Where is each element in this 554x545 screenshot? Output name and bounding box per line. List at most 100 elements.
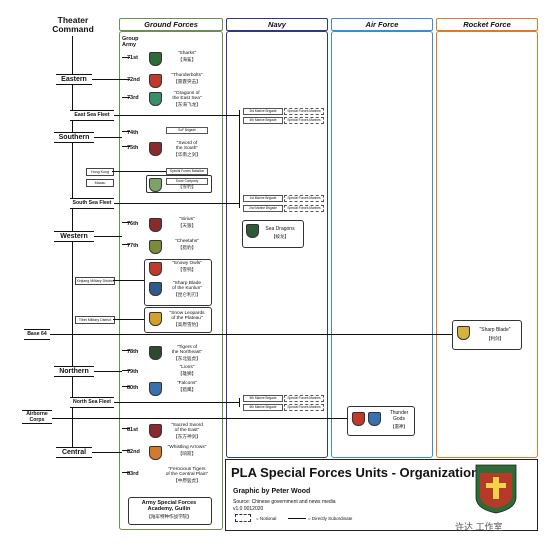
east-sea-fleet: East Sea Fleet: [70, 110, 114, 121]
unit-patch-icon: [149, 312, 162, 326]
north-sea-fleet: North Sea Fleet: [70, 397, 114, 408]
watermark: 许达 工作室: [455, 522, 503, 532]
army-unit-cn: 【雷霆突击】: [173, 78, 201, 84]
academy-cn: 【陆军特种作战学院】: [146, 514, 192, 519]
theater-command-title: Theater Command: [52, 15, 94, 34]
legend-version: v1.0 9012020: [233, 506, 264, 512]
legend-sub-line: [288, 518, 306, 519]
sea-dragons-cn: 【蛟龙】: [271, 234, 289, 239]
army-unit-name: Snow Company: [166, 178, 208, 185]
navy-sf-east-2: Special Forces Marines: [284, 117, 324, 124]
unit-patch-icon: [149, 142, 162, 156]
rocket-force-column: [436, 31, 538, 458]
army-unit-cn: 【天狼】: [177, 222, 197, 228]
rocket-force-header: Rocket Force: [436, 18, 538, 31]
legend-notional-label: = Notional: [256, 516, 277, 521]
unit-patch-icon: [149, 446, 162, 460]
navy-sf-north-2: Special Forces Marines: [284, 404, 324, 411]
legend-sub-label: = Directly Subordinate: [308, 516, 353, 521]
army-unit-name: "Whistling Arrows": [167, 445, 207, 450]
connector-line: [122, 97, 130, 98]
theater-spine: [72, 36, 74, 456]
south-sea-fleet: South Sea Fleet: [70, 198, 114, 209]
army-unit-cn: 【猎豹】: [177, 244, 197, 250]
army-unit-cn: 【雪鸮】: [177, 266, 197, 272]
navy-marine-east-2: 4th Marine Brigade: [243, 117, 283, 124]
sharp-blade-cn: 【利剑】: [486, 336, 504, 341]
unit-patch-icon: [149, 74, 162, 88]
sharp-blade-patch-icon: [457, 326, 470, 340]
army-unit-cn: 【东北猛虎】: [173, 356, 201, 362]
sea-dragons-patch-icon: [246, 224, 259, 238]
army-unit-cn: 【猎鹰】: [177, 386, 197, 392]
army-unit-cn: 【雪豹】: [177, 184, 197, 189]
region-western: Western: [54, 231, 94, 242]
army-unit-name: "Snow Leopards of the Plateau": [169, 311, 205, 322]
airborne-corps: Airborne Corps: [22, 410, 52, 424]
army-unit-name: "Falcons": [176, 381, 198, 386]
thunder-gods-cn: 【雷神】: [390, 424, 408, 429]
unit-patch-icon: [149, 240, 162, 254]
navy-marine-north-2: 6th Marine Brigade: [243, 404, 283, 411]
unit-patch-icon: [149, 52, 162, 66]
navy-sf-south-1: Special Forces Marines: [284, 195, 324, 202]
army-unit-cn: 【高原雪豹】: [173, 322, 201, 328]
army-unit-cn: 【昆仑利刃】: [173, 292, 201, 298]
army-unit-name: "Tigers of the Northeast": [171, 345, 203, 356]
connector-line: [122, 472, 130, 473]
pla-emblem-icon: [475, 464, 517, 514]
region-southern: Southern: [54, 132, 94, 143]
base-64: Base 64: [24, 329, 50, 340]
navy-marine-south-2: 2nd Marine Brigade: [243, 205, 283, 212]
army-unit-name: "Sacred Sword of the East": [171, 423, 203, 434]
unit-patch-icon: [149, 424, 162, 438]
connector-line: [122, 244, 130, 245]
region-northern: Northern: [54, 366, 94, 377]
unit-patch-icon: [149, 92, 162, 106]
connector-line: [122, 222, 130, 223]
unit-patch-icon: [149, 218, 162, 232]
sharp-blade-label: "Sharp Blade": [479, 327, 511, 333]
connector-line: [122, 450, 130, 451]
air-force-column: [331, 31, 433, 458]
unit-patch-icon: [149, 262, 162, 276]
snow-company-group: [146, 175, 212, 193]
army-unit-name: "Thunderbolts": [171, 73, 203, 78]
army-unit-cn: 【东方神剑】: [173, 434, 201, 440]
unit-patch-icon: [149, 346, 162, 360]
thunder-gods-label: Thunder Gods: [389, 410, 409, 422]
unit-patch-icon: [149, 282, 162, 296]
army-number: 82nd: [127, 449, 140, 455]
army-unit-name: "Snowy Owls": [172, 261, 202, 266]
tibet-sf-group: [144, 307, 212, 333]
army-unit-name: "Sharp Blade of the Kunlun": [172, 281, 202, 292]
navy-column: [226, 31, 328, 458]
thunder-gods-patch-icon-2: [368, 412, 381, 426]
unit-patch-icon: [149, 382, 162, 396]
army-unit-cn: 【中原猛虎】: [173, 478, 201, 484]
army-unit-name: "Sword of the South": [175, 141, 199, 152]
army-unit-cn: 【雄狮】: [177, 370, 197, 376]
army-number: 75th: [127, 145, 139, 151]
army-number: 79th: [127, 369, 139, 375]
army-number: 83rd: [127, 471, 139, 477]
army-number: 74th: [127, 130, 139, 136]
army-number: 72nd: [127, 77, 140, 83]
academy-box: [128, 497, 212, 525]
army-unit-cn: 【海鲨】: [177, 56, 197, 62]
navy-marine-south-1: 1st Marine Brigade: [243, 195, 283, 202]
connector-line: [122, 57, 130, 58]
army-unit-name: SoF Brigade: [166, 127, 208, 134]
sea-dragons-label: Sea Dragons: [265, 226, 295, 232]
connector-line: [122, 350, 130, 351]
army-number: 77th: [127, 243, 139, 249]
region-central: Central: [56, 447, 92, 458]
navy-header: Navy: [226, 18, 328, 31]
navy-sf-south-2: Special Forces Marines: [284, 205, 324, 212]
region-eastern: Eastern: [56, 74, 92, 85]
navy-marine-north-1: 5th Marine Brigade: [243, 395, 283, 402]
army-unit-name: "Sharks": [177, 51, 197, 56]
connector-line: [122, 428, 130, 429]
army-number: 78th: [127, 349, 139, 355]
legend-title: PLA Special Forces Units - Organization: [231, 465, 480, 480]
